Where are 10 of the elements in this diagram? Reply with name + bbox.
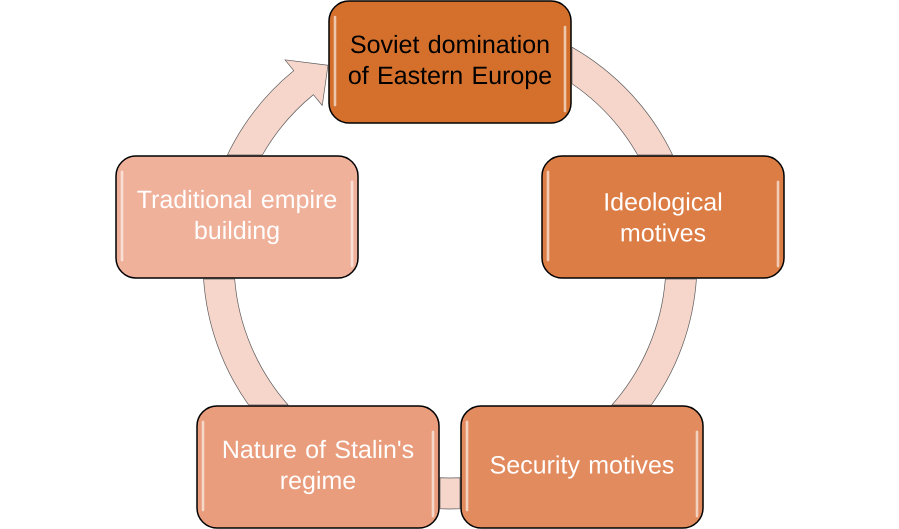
rounded-box: Traditional empire building [115,155,359,279]
curved-connector [612,278,697,406]
rounded-box: Security motives [460,405,704,529]
curved-connector [203,278,288,406]
curved-arrow [227,59,328,156]
curved-connector [572,46,673,156]
rounded-box: Ideological motives [541,155,785,279]
curved-connector [440,477,460,510]
rounded-box: Soviet domination of Eastern Europe [328,0,572,124]
rounded-box: Nature of Stalin's regime [196,405,440,529]
